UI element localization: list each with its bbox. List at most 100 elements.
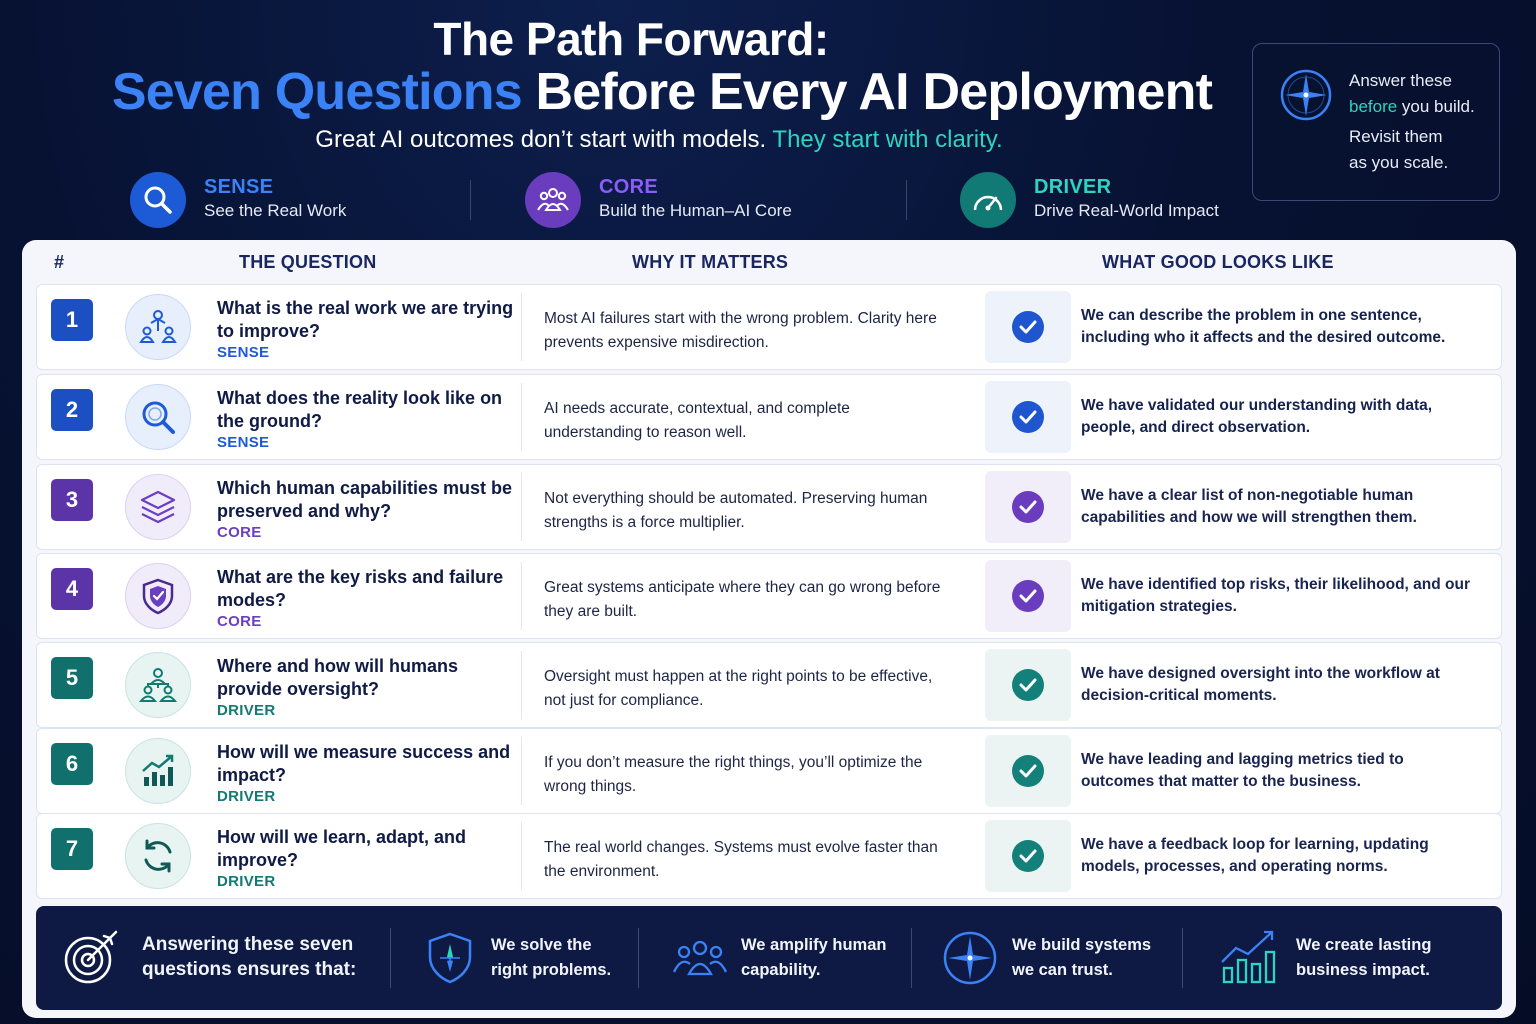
column-header-number: # (54, 252, 65, 272)
outcome-text: We solve the right problems. (491, 933, 611, 983)
check-cell (985, 381, 1071, 453)
check-icon (1012, 491, 1044, 523)
pillar-divider (470, 180, 471, 220)
column-divider (521, 383, 522, 451)
check-cell (985, 291, 1071, 363)
good-text: We have leading and lagging metrics tied… (1081, 751, 1404, 790)
growth-chart-icon (125, 738, 191, 804)
question-text: What does the reality look like on the g… (217, 387, 527, 453)
check-cell (985, 735, 1071, 807)
check-icon (1012, 311, 1044, 343)
pillar-name: DRIVER (1034, 176, 1112, 198)
footer-divider (638, 928, 639, 988)
check-cell (985, 649, 1071, 721)
guidance-line-2: you build. (1397, 97, 1475, 116)
good-text: We have validated our understanding with… (1081, 397, 1433, 436)
pillar-tag: SENSE (217, 344, 270, 361)
headline-rest: Before Every AI Deployment (521, 63, 1213, 121)
why-text: If you don’t measure the right things, y… (544, 754, 923, 795)
good-text: We have a clear list of non-negotiable h… (1081, 487, 1417, 526)
why-text: Oversight must happen at the right point… (544, 668, 933, 709)
row-number: 6 (51, 743, 93, 785)
question-text: How will we learn, adapt, and improve?DR… (217, 826, 527, 892)
column-divider (521, 651, 522, 719)
check-cell (985, 471, 1071, 543)
table-row: 6 How will we measure success and impact… (36, 728, 1502, 814)
pillar-desc: Drive Real-World Impact (1034, 201, 1219, 220)
question-label: What does the reality look like on the g… (217, 388, 503, 431)
question-label: Which human capabilities must be preserv… (217, 478, 513, 521)
pillar-tag: CORE (217, 524, 262, 541)
shield-check-icon (125, 563, 191, 629)
outcome-line-1: We create lasting (1296, 936, 1432, 954)
pillar-legend: SENSE See the Real Work CORE Build the H… (0, 170, 1240, 230)
question-text: What are the key risks and failure modes… (217, 566, 527, 632)
magnifier-icon (130, 172, 186, 228)
page-subtitle: Great AI outcomes don’t start with model… (0, 126, 1318, 154)
column-divider (521, 737, 522, 805)
table-row: 1 What is the real work we are trying to… (36, 284, 1502, 370)
pillar-desc: Build the Human–AI Core (599, 201, 792, 220)
row-number: 1 (51, 299, 93, 341)
headline-highlight: Seven Questions (111, 63, 523, 121)
check-icon (1012, 401, 1044, 433)
outcomes-lead: Answering these seven questions ensures … (142, 932, 356, 982)
outcomes-lead-line-1: Answering these seven (142, 934, 354, 955)
row-number: 7 (51, 828, 93, 870)
pillar-desc: See the Real Work (204, 201, 347, 220)
footer-divider (390, 928, 391, 988)
growth-chart-icon (1221, 930, 1276, 984)
guidance-line-4: as you scale. (1349, 153, 1449, 172)
pillar-tag: DRIVER (217, 788, 276, 805)
outcome-line-1: We solve the (491, 936, 592, 954)
people-group-icon (672, 940, 728, 976)
outcomes-bar: Answering these seven questions ensures … (36, 906, 1502, 1010)
outcome-line-1: We amplify human (741, 936, 887, 954)
row-number: 2 (51, 389, 93, 431)
table-row: 7 How will we learn, adapt, and improve?… (36, 813, 1502, 899)
good-text: We have a feedback loop for learning, up… (1081, 836, 1429, 875)
check-icon (1012, 755, 1044, 787)
column-divider (521, 822, 522, 890)
pillar-name: SENSE (204, 176, 274, 198)
question-text: What is the real work we are trying to i… (217, 297, 527, 363)
pillar-name: CORE (599, 176, 658, 198)
outcome-line-2: we can trust. (1012, 961, 1113, 979)
guidance-text: Answer these before you build. Revisit t… (1349, 68, 1475, 176)
page-headline: Seven Questions Before Every AI Deployme… (0, 62, 1324, 122)
question-label: How will we measure success and impact? (217, 742, 511, 785)
subtitle-highlight: They start with clarity. (772, 126, 1003, 153)
guidance-line-3: Revisit them (1349, 127, 1443, 146)
why-text: The real world changes. Systems must evo… (544, 839, 938, 880)
question-label: What are the key risks and failure modes… (217, 567, 504, 610)
pillar-tag: SENSE (217, 434, 270, 451)
refresh-cycle-icon (125, 823, 191, 889)
why-text: Most AI failures start with the wrong pr… (544, 310, 937, 351)
gauge-icon (960, 172, 1016, 228)
people-group-icon (525, 172, 581, 228)
question-label: Where and how will humans provide oversi… (217, 656, 459, 699)
guidance-card: Answer these before you build. Revisit t… (1252, 43, 1500, 201)
outcome-line-2: right problems. (491, 961, 612, 979)
page-title: The Path Forward: (433, 13, 829, 65)
check-icon (1012, 669, 1044, 701)
column-header-why: WHY IT MATTERS (632, 252, 789, 272)
guidance-line-1: Answer these (1349, 71, 1452, 90)
why-text: Not everything should be automated. Pres… (544, 490, 928, 531)
pillar-tag: CORE (217, 613, 262, 630)
question-label: What is the real work we are trying to i… (217, 298, 514, 341)
check-cell (985, 560, 1071, 632)
good-text: We have designed oversight into the work… (1081, 665, 1440, 704)
column-divider (521, 562, 522, 630)
row-number: 4 (51, 568, 93, 610)
compass-icon (1280, 69, 1332, 121)
question-text: How will we measure success and impact? D… (217, 741, 527, 807)
table-row: 2 What does the reality look like on the… (36, 374, 1502, 460)
pillar-tag: DRIVER (217, 873, 276, 890)
team-network-icon (125, 294, 191, 360)
question-text: Which human capabilities must be preserv… (217, 477, 527, 543)
hierarchy-icon (125, 652, 191, 718)
table-row: 3 Which human capabilities must be prese… (36, 464, 1502, 550)
